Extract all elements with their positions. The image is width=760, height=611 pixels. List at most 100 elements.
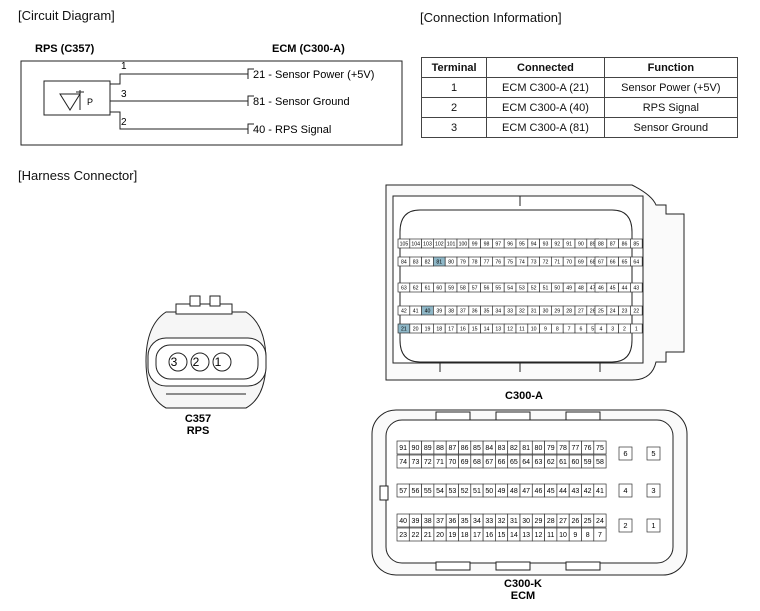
pin-number: 15 (472, 326, 478, 332)
pin-number: 64 (633, 259, 639, 265)
pin-number: 88 (598, 241, 604, 247)
pin-number: 33 (507, 308, 513, 314)
c357-connector-sub: RPS (187, 425, 210, 437)
pin-number: 57 (399, 488, 407, 495)
pin-number: 19 (448, 532, 456, 539)
pin-number: 75 (596, 445, 604, 452)
pin-number: 13 (495, 326, 501, 332)
pin-number: 83 (413, 259, 419, 265)
pin-number: 39 (436, 308, 442, 314)
pin-number: 21 (424, 532, 432, 539)
c300a-connector-name: C300-A (505, 390, 543, 402)
pin-cell (593, 454, 607, 469)
c357-pin: 2 (193, 355, 200, 369)
sensor-symbol-label: P (87, 97, 93, 107)
pin-number: 25 (598, 308, 604, 314)
connection-table: Terminal Connected Function 1 ECM C300-A… (420, 57, 739, 138)
pin-number: 33 (485, 518, 493, 525)
pin-number: 2 (623, 521, 627, 530)
pin-number: 84 (401, 259, 407, 265)
pin-number: 50 (554, 285, 560, 291)
pin-number: 79 (547, 445, 555, 452)
pin-number: 24 (610, 308, 616, 314)
pin-number: 85 (633, 241, 639, 247)
ecm-terminal-line: 81 - Sensor Ground (253, 96, 350, 108)
pin-number: 3 (651, 486, 655, 495)
pin-number: 90 (578, 241, 584, 247)
table-row: 1 ECM C300-A (21) Sensor Power (+5V) (420, 77, 739, 98)
pin-number: 58 (596, 459, 604, 466)
pin-number: 56 (484, 285, 490, 291)
pin-number: 55 (424, 488, 432, 495)
pin-number: 81 (522, 445, 530, 452)
pin-number: 67 (485, 459, 493, 466)
pin-number: 2 (623, 326, 626, 332)
pin-number: 52 (461, 488, 469, 495)
pin-number: 93 (543, 241, 549, 247)
pin-number: 15 (498, 532, 506, 539)
pin-number: 94 (531, 241, 537, 247)
pin-number: 62 (413, 285, 419, 291)
harness-connector-title: [Harness Connector] (18, 168, 138, 183)
pin-number: 7 (568, 326, 571, 332)
pin-number: 62 (547, 459, 555, 466)
pin-cell (618, 446, 633, 461)
circuit-diagram (20, 60, 403, 146)
pin-number: 69 (578, 259, 584, 265)
pin-number: 59 (584, 459, 592, 466)
pin-number: 86 (461, 445, 469, 452)
pin-number: 26 (590, 308, 596, 314)
pin-number: 6 (623, 449, 627, 458)
pin-number: 101 (447, 241, 456, 247)
pin-number: 37 (460, 308, 466, 314)
pin-number: 67 (598, 259, 604, 265)
pin-number: 91 (399, 445, 407, 452)
column-header-connected: Connected (486, 57, 605, 78)
pin-number: 80 (535, 445, 543, 452)
pin-number: 23 (399, 532, 407, 539)
pin-cell (630, 238, 643, 249)
pin-number: 69 (461, 459, 469, 466)
pin-number: 40 (399, 518, 407, 525)
pin-number: 89 (590, 241, 596, 247)
pin-number: 32 (519, 308, 525, 314)
pin-number: 70 (448, 459, 456, 466)
pin-number: 43 (571, 488, 579, 495)
pin-number: 80 (448, 259, 454, 265)
pin-number: 78 (472, 259, 478, 265)
pin-number: 1 (651, 521, 655, 530)
pin-cell (630, 305, 643, 316)
rps-pin-label: 2 (121, 117, 127, 128)
pin-number: 68 (473, 459, 481, 466)
pin-number: 29 (535, 518, 543, 525)
pin-number: 17 (448, 326, 454, 332)
pin-number: 34 (495, 308, 501, 314)
pin-number: 90 (412, 445, 420, 452)
pin-cell (593, 440, 607, 455)
pin-number: 54 (507, 285, 513, 291)
pin-number: 8 (556, 326, 559, 332)
pin-number: 42 (401, 308, 407, 314)
pin-number: 68 (590, 259, 596, 265)
pin-number: 50 (485, 488, 493, 495)
pin-number: 65 (622, 259, 628, 265)
pin-number: 35 (461, 518, 469, 525)
pin-cell (630, 323, 643, 334)
pin-number: 17 (473, 532, 481, 539)
c357-connector-name: C357 (185, 413, 211, 425)
pin-number: 91 (566, 241, 572, 247)
pin-number: 105 (400, 241, 409, 247)
pin-number: 38 (424, 518, 432, 525)
c300k-connector-name: C300-K (504, 578, 542, 590)
pin-number: 86 (622, 241, 628, 247)
pin-number: 89 (424, 445, 432, 452)
pin-number: 54 (436, 488, 444, 495)
pin-number: 11 (547, 532, 554, 539)
pin-number: 71 (554, 259, 560, 265)
pin-number: 22 (633, 308, 639, 314)
pin-number: 14 (484, 326, 490, 332)
pin-number: 8 (586, 532, 590, 539)
pin-number: 18 (436, 326, 442, 332)
pin-number: 60 (571, 459, 579, 466)
